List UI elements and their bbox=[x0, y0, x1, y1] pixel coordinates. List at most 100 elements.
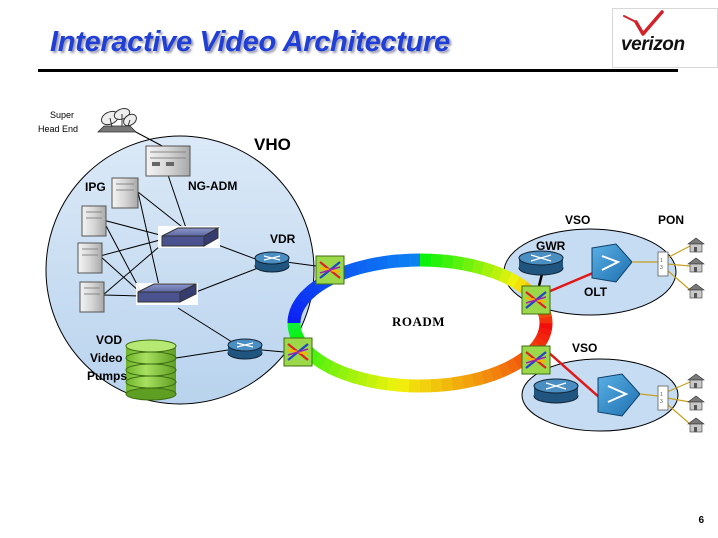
slide-title: Interactive Video Architecture bbox=[50, 26, 450, 58]
roadm-ring-segment bbox=[306, 281, 321, 297]
storage-stack-icon bbox=[125, 339, 177, 401]
label-vso-bottom: VSO bbox=[572, 341, 598, 355]
roadm-ring-segment bbox=[301, 286, 316, 301]
switch-icon bbox=[136, 283, 198, 305]
roadm-ring-segment bbox=[480, 368, 495, 384]
roadm-ring-segment bbox=[375, 375, 389, 391]
router-icon bbox=[518, 250, 564, 276]
roadm-ring-segment bbox=[288, 309, 303, 319]
roadm-ring-segment bbox=[397, 253, 410, 268]
oadm-icon bbox=[315, 255, 345, 285]
splitter-icon: 1 3 bbox=[657, 385, 669, 411]
roadm-ring-segment bbox=[296, 291, 311, 306]
label-vod: VOD bbox=[96, 333, 123, 347]
roadm-ring-segment bbox=[386, 377, 399, 392]
roadm-ring-segment bbox=[505, 357, 520, 374]
house-icon bbox=[687, 283, 705, 299]
label-olt: OLT bbox=[584, 285, 608, 299]
olt-icon bbox=[597, 373, 641, 417]
roadm-ring-segment bbox=[354, 371, 369, 387]
roadm-ring-segment bbox=[289, 303, 305, 315]
router-icon bbox=[533, 378, 579, 404]
server-icon bbox=[145, 145, 191, 177]
oadm-icon bbox=[521, 345, 551, 375]
server-icon bbox=[81, 205, 107, 237]
roadm-ring-segment bbox=[498, 361, 513, 378]
server-icon bbox=[79, 281, 105, 313]
house-icon bbox=[687, 417, 705, 433]
label-vho: VHO bbox=[254, 135, 291, 154]
roadm-ring-segment bbox=[506, 272, 521, 289]
oadm-icon bbox=[521, 285, 551, 315]
roadm-ring-segment bbox=[471, 371, 485, 387]
label-video: Video bbox=[90, 351, 123, 365]
roadm-ring-segment bbox=[471, 259, 486, 275]
svg-text:1: 1 bbox=[660, 392, 663, 398]
label-roadm: ROADM bbox=[392, 314, 446, 329]
roadm-ring-segment bbox=[461, 373, 475, 389]
roadm-ring-segment bbox=[292, 297, 308, 310]
verizon-checkmark-icon bbox=[623, 10, 664, 36]
satellite-dish-icon bbox=[97, 108, 137, 133]
roadm-ring-segment bbox=[430, 253, 444, 268]
roadm-ring-segment bbox=[489, 365, 504, 381]
pon-drops bbox=[632, 245, 691, 425]
splitter-icon: 1 3 bbox=[657, 251, 669, 277]
house-icon bbox=[687, 395, 705, 411]
label-head-end: Head End bbox=[38, 124, 79, 134]
roadm-ring-segment bbox=[451, 255, 465, 271]
roadm-ring-segment bbox=[532, 336, 548, 349]
olt-icon bbox=[591, 243, 633, 283]
roadm-ring-segment bbox=[539, 322, 553, 330]
router-icon bbox=[254, 251, 290, 273]
server-icon bbox=[111, 177, 139, 209]
roadm-ring-segment bbox=[535, 331, 551, 343]
roadm-ring-segment bbox=[537, 327, 552, 337]
label-ng-adm: NG-ADM bbox=[188, 179, 238, 193]
switch-icon bbox=[158, 226, 220, 248]
verizon-logo: verizon bbox=[612, 8, 718, 68]
house-icon bbox=[687, 237, 705, 253]
roadm-ring-segment bbox=[451, 375, 465, 391]
roadm-ring-segment bbox=[287, 326, 303, 337]
page-number: 6 bbox=[698, 515, 704, 526]
roadm-ring-segment bbox=[481, 262, 495, 278]
roadm-ring-segment bbox=[375, 255, 389, 271]
roadm-ring-segment bbox=[430, 378, 443, 393]
roadm-ring-segment bbox=[287, 316, 301, 324]
logo-text: verizon bbox=[621, 34, 685, 55]
svg-text:1: 1 bbox=[660, 258, 663, 264]
roadm-ring-segment bbox=[364, 373, 379, 389]
vso-fiber-links bbox=[547, 268, 601, 399]
oadm-icon bbox=[283, 337, 313, 367]
roadm-ring-segment bbox=[386, 254, 400, 269]
label-pon: PON bbox=[658, 213, 685, 227]
house-icon bbox=[687, 257, 705, 273]
roadm-ring-segment bbox=[345, 262, 360, 278]
roadm-ring-segment bbox=[365, 257, 379, 273]
roadm-ring-segment bbox=[345, 368, 359, 384]
roadm-ring-segment bbox=[539, 316, 553, 324]
server-icon bbox=[77, 242, 103, 274]
label-ipg: IPG bbox=[85, 180, 106, 194]
connection-lines bbox=[99, 129, 317, 359]
roadm-ring-segment bbox=[490, 265, 504, 281]
title-underline bbox=[38, 69, 678, 72]
roadm-ring-segment bbox=[336, 365, 350, 381]
roadm-ring-segment bbox=[461, 257, 476, 273]
roadm-ring-segment bbox=[441, 254, 454, 269]
roadm-ring-segment bbox=[327, 361, 342, 378]
label-vdr: VDR bbox=[270, 232, 296, 246]
roadm-ring-segment bbox=[396, 378, 410, 393]
roadm-ring-segment bbox=[355, 259, 369, 275]
roadm-ring-segment bbox=[498, 268, 513, 285]
router-icon bbox=[227, 338, 263, 360]
svg-text:3: 3 bbox=[660, 399, 663, 405]
roadm-ring-segment bbox=[440, 377, 454, 392]
svg-text:3: 3 bbox=[660, 265, 663, 271]
label-gwr: GWR bbox=[536, 239, 566, 253]
label-pumps: Pumps bbox=[87, 369, 128, 383]
roadm-ring-segment bbox=[287, 322, 301, 330]
label-vso-top: VSO bbox=[565, 213, 591, 227]
